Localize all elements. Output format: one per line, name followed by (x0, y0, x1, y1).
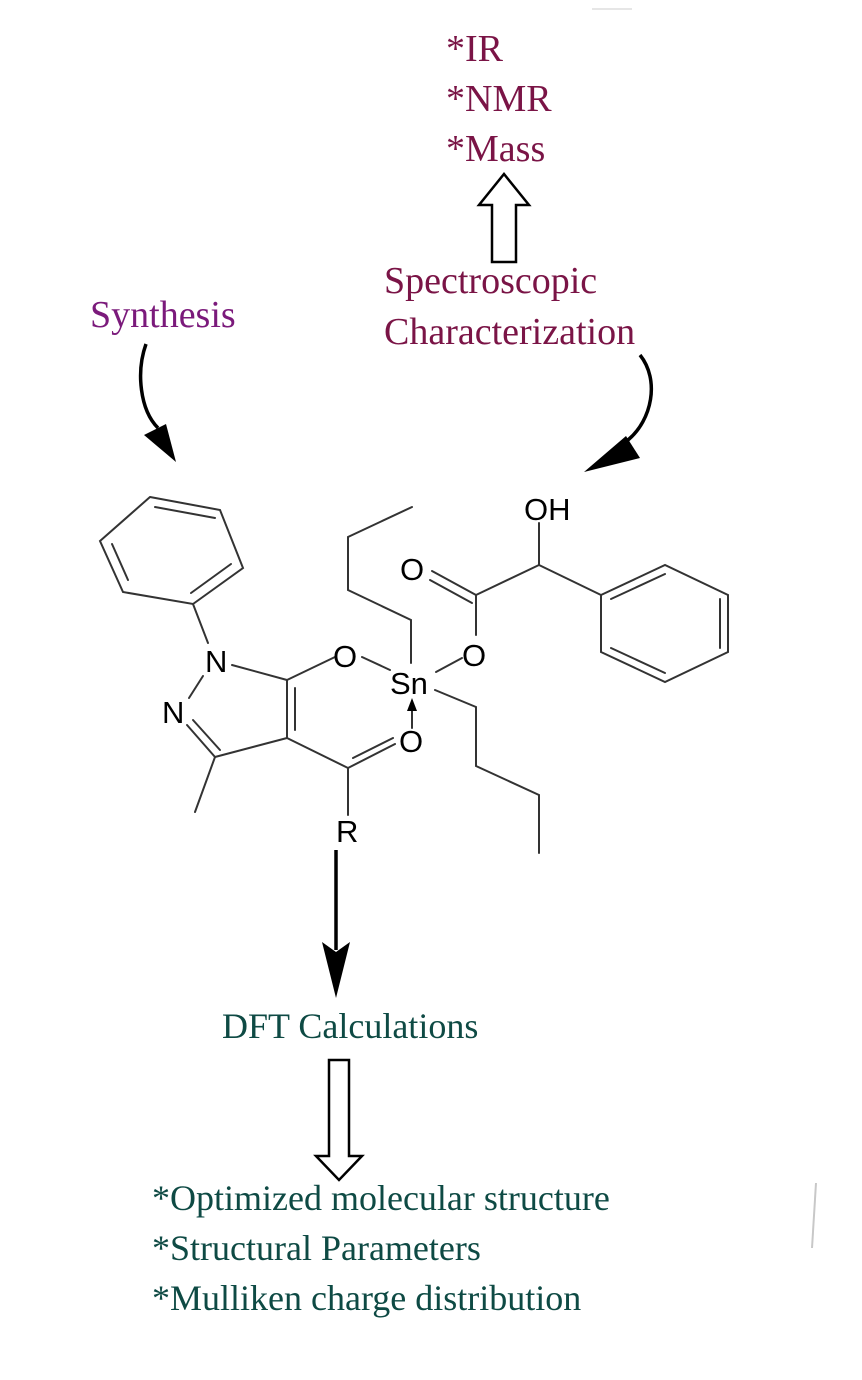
phenyl-ring-left (98, 496, 245, 606)
bond-n1-phenyl (192, 603, 209, 644)
bond-c4-acyl (286, 737, 349, 769)
atom-o-ester-carbonyl: O (400, 552, 424, 587)
bond-calpha-phenyl (538, 564, 602, 596)
butyl-chain-upper (347, 506, 413, 664)
result-mass: *Mass (446, 128, 546, 170)
side-artifact-line (811, 1182, 817, 1249)
atom-o-carbonyl: O (399, 724, 423, 759)
result-nmr: *NMR (446, 78, 552, 120)
bond-n2-c3 (186, 724, 216, 758)
dft-result-structural-parameters: *Structural Parameters (152, 1228, 481, 1268)
atom-n1: N (205, 644, 227, 679)
molecule-structure (98, 496, 729, 854)
atom-o-enolate: O (333, 639, 357, 674)
atom-oh: OH (524, 492, 571, 527)
dft-result-optimized-structure: *Optimized molecular structure (152, 1178, 610, 1218)
dative-arrowhead-icon (407, 698, 417, 711)
atom-sn: Sn (390, 666, 428, 701)
bond-c-o-double (431, 570, 477, 596)
spectroscopic-label-line1: Spectroscopic (384, 260, 598, 302)
bond-o-sn (361, 656, 391, 671)
bond-c-calpha (475, 564, 540, 596)
dft-result-mulliken-charges: *Mulliken charge distribution (152, 1278, 582, 1318)
characterization-curved-arrow-icon (584, 353, 654, 472)
dft-down-arrow-icon (322, 850, 350, 998)
bond-sn-oester (435, 657, 463, 673)
phenyl-ring-right (600, 563, 729, 684)
result-ir: *IR (446, 28, 503, 70)
butyl-chain-lower (434, 689, 540, 854)
bond-c5-o (286, 656, 336, 681)
synthesis-curved-arrow-icon (138, 343, 176, 462)
atom-r-group: R (336, 814, 358, 849)
atom-n2: N (162, 695, 184, 730)
hollow-down-arrow-icon (313, 1058, 365, 1182)
atom-o-ester-link: O (462, 638, 486, 673)
bond-n1-c5 (231, 664, 288, 681)
spectroscopic-label-line2: Characterization (384, 311, 636, 353)
bond-acyl-o (347, 743, 396, 769)
bond-methyl (194, 756, 216, 813)
dft-label: DFT Calculations (222, 1006, 479, 1046)
bond-c3-c4 (214, 737, 288, 758)
bond-n1-n2 (188, 675, 204, 699)
synthesis-label: Synthesis (90, 294, 236, 336)
hollow-up-arrow-icon (476, 172, 532, 264)
